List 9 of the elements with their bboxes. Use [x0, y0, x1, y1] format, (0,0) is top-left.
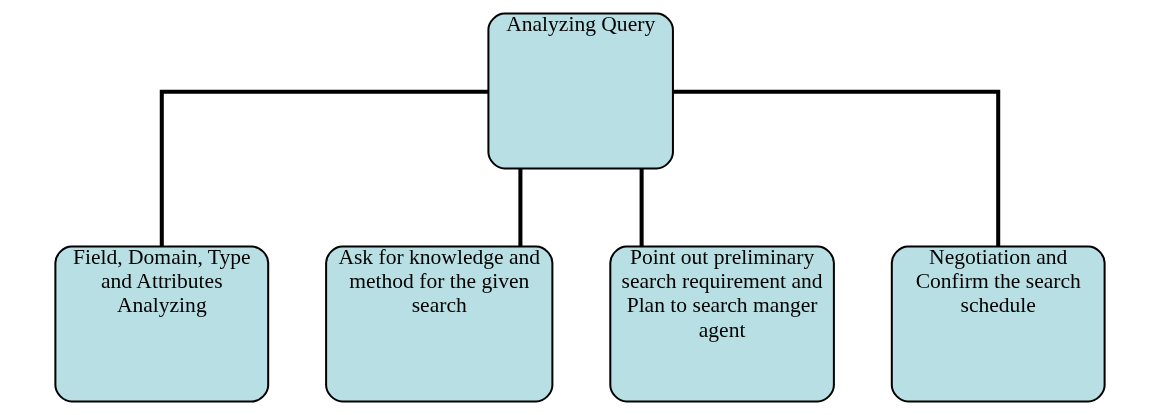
node-box: Field, Domain, Type and Attributes Analyzing: [54, 245, 270, 403]
node-box: Point out preliminary search requirement and Plan to search manger agent: [609, 245, 835, 403]
node-box: Negotiation and Confirm the search schedule: [890, 245, 1106, 403]
connector: [673, 89, 1001, 246]
connector: [639, 168, 644, 247]
connector: [518, 168, 523, 247]
node-box: Analyzing Query: [487, 12, 674, 170]
connector: [159, 89, 489, 246]
node-box: Ask for knowledge and method for the given search: [325, 245, 554, 403]
